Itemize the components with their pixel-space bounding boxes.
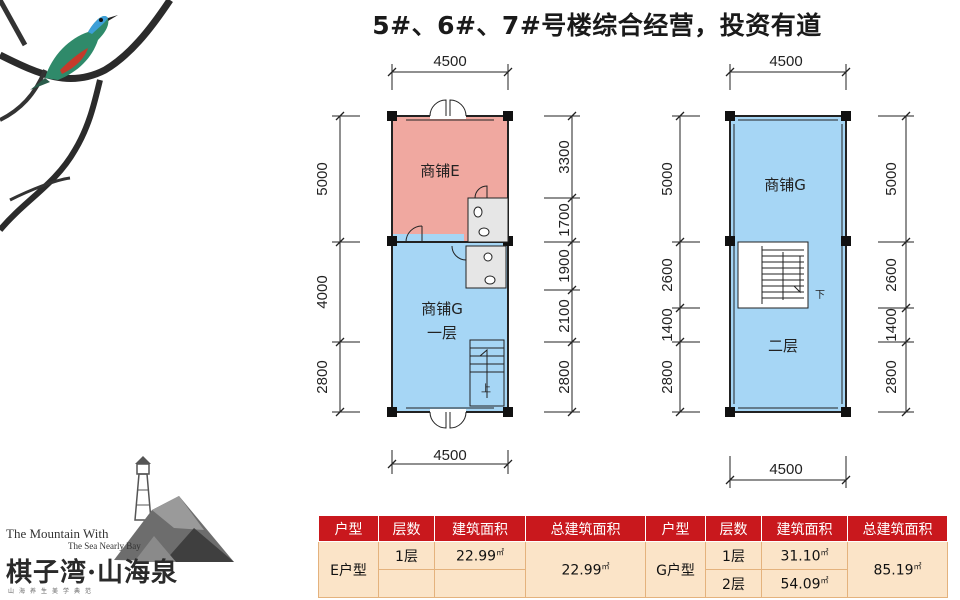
cell-e-area-empty: [434, 569, 526, 598]
dim-left-r1: 5000: [659, 162, 676, 195]
dim-right-r3: 1400: [883, 308, 900, 341]
floor-label: 一层: [427, 324, 457, 342]
dim-right-1: 3300: [556, 140, 573, 173]
stair-icon: [737, 241, 809, 309]
table-row: 2层 54.09㎡: [319, 569, 948, 598]
th-total-2: 总建筑面积: [847, 515, 948, 542]
cell-e-floor: 1层: [378, 541, 435, 570]
unit-table: 户型 层数 建筑面积 总建筑面积 户型 层数 建筑面积 总建筑面积 E户型 1层…: [318, 515, 948, 598]
cell-e-area: 22.99㎡: [434, 541, 526, 570]
room-g2-label: 商铺G: [764, 176, 806, 194]
dim-left-1: 5000: [314, 162, 331, 195]
plan-right: 商铺G 二层 下 4500 4500 5000 2600 1400 2800: [659, 53, 914, 488]
dim-top-right: 4500: [769, 53, 802, 70]
logo-line2: The Sea Nearly Bay: [68, 541, 141, 551]
cell-g-area1: 31.10㎡: [761, 541, 848, 570]
logo-cn: 棋子湾·山海泉: [6, 558, 179, 588]
th-area: 建筑面积: [434, 515, 526, 542]
dim-right-4: 2100: [556, 299, 573, 332]
th-total: 总建筑面积: [525, 515, 646, 542]
logo-sub: 山海养生美学典范: [8, 588, 97, 595]
dim-right-r4: 2800: [883, 360, 900, 393]
cell-e-type: E户型: [318, 541, 379, 598]
stair-down-label: 下: [815, 290, 825, 301]
table-row: E户型 1层 22.99㎡ 22.99㎡ G户型 1层 31.10㎡ 85.19…: [318, 541, 948, 598]
dim-right-3: 1900: [556, 249, 573, 282]
dim-left-3: 2800: [314, 360, 331, 393]
cell-g-floor2: 2层: [705, 569, 762, 598]
cell-g-floor1: 1层: [705, 541, 762, 570]
dim-right-2: 1700: [556, 203, 573, 236]
floor2-label: 二层: [768, 337, 798, 355]
dim-top: 4500: [433, 53, 466, 70]
th-type-2: 户型: [645, 515, 706, 542]
room-g-label: 商铺G: [421, 300, 463, 318]
page-title: 5#、6#、7#号楼综合经营，投资有道: [372, 11, 822, 40]
stair-icon: [469, 339, 505, 407]
dim-bottom: 4500: [433, 447, 466, 464]
plan-left: 商铺E 商铺G 一层 上 4500 4500 5000 4000 2800: [314, 53, 580, 474]
th-type: 户型: [318, 515, 379, 542]
th-floors: 层数: [378, 515, 435, 542]
room-e-label: 商铺E: [420, 162, 459, 180]
cell-e-floor-empty: [378, 569, 435, 598]
dim-left-2: 4000: [314, 275, 331, 308]
logo-line1: The Mountain With: [6, 526, 109, 541]
dim-right-5: 2800: [556, 360, 573, 393]
th-floors-2: 层数: [705, 515, 762, 542]
cell-g-total: 85.19㎡: [847, 541, 948, 598]
th-area-2: 建筑面积: [761, 515, 848, 542]
table-header: 户型 层数 建筑面积 总建筑面积 户型 层数 建筑面积 总建筑面积: [318, 515, 948, 542]
dim-left-r2: 2600: [659, 258, 676, 291]
cell-g-type: G户型: [645, 541, 706, 598]
dim-right-r1: 5000: [883, 162, 900, 195]
dim-left-r3: 1400: [659, 308, 676, 341]
stair-up-label: 上: [481, 383, 491, 395]
cell-g-area2: 54.09㎡: [761, 569, 848, 598]
dim-right-r2: 2600: [883, 258, 900, 291]
cell-e-total: 22.99㎡: [525, 541, 646, 598]
dim-left-r4: 2800: [659, 360, 676, 393]
logo-icon: [114, 456, 234, 562]
dim-bottom-right: 4500: [769, 461, 802, 478]
